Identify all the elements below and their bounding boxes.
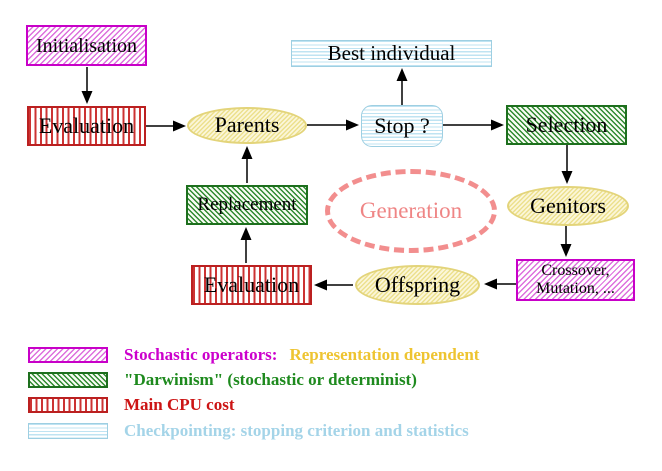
arrow-selection-to-genitors xyxy=(561,145,573,184)
node-genitors-label: Genitors xyxy=(530,192,606,218)
arrow-replacement-to-parents xyxy=(241,146,253,183)
legend-label-stochastic-operators: Stochastic operators: Representation depe… xyxy=(124,344,479,366)
node-stop: Stop ? xyxy=(361,105,443,147)
node-stop-label: Stop ? xyxy=(374,112,430,138)
legend-label-representation-dependent: Representation dependent xyxy=(289,345,480,364)
node-offspring-label: Offspring xyxy=(374,271,461,297)
node-best-individual-label: Best individual xyxy=(327,40,456,65)
legend-label-darwinism: "Darwinism" (stochastic or determinist) xyxy=(124,370,417,389)
node-parents: Parents xyxy=(187,107,307,144)
node-replacement: Replacement xyxy=(186,185,308,225)
legend-swatch-green-hatch xyxy=(28,372,108,388)
node-crossover-mutation: Crossover, Mutation, ... xyxy=(516,259,635,301)
node-generation: Generation xyxy=(325,169,497,253)
node-initialisation: Initialisation xyxy=(26,25,147,66)
node-evaluation-bottom: Evaluation xyxy=(191,265,312,305)
node-evaluation-top-label: Evaluation xyxy=(38,112,135,138)
node-replacement-label: Replacement xyxy=(197,193,297,215)
legend-label-checkpointing: Checkpointing: stopping criterion and st… xyxy=(124,421,469,440)
node-crossover-label-line2: Mutation, ... xyxy=(536,280,615,297)
node-parents-label: Parents xyxy=(214,112,280,138)
node-evaluation-bottom-label: Evaluation xyxy=(203,271,300,297)
arrow-offspring-to-evaluation xyxy=(314,279,353,291)
node-selection: Selection xyxy=(506,105,627,145)
legend-swatch-red-stripes xyxy=(28,397,108,413)
node-generation-label: Generation xyxy=(359,198,463,224)
legend-swatch-cyan-stripes xyxy=(28,423,108,439)
node-crossover-label-line1: Crossover, xyxy=(541,262,610,280)
legend-swatch-magenta-hatch xyxy=(28,347,108,363)
arrow-evaluation-to-replacement xyxy=(240,227,252,263)
node-genitors: Genitors xyxy=(507,186,629,226)
legend-label-main-cpu-cost: Main CPU cost xyxy=(124,395,235,414)
node-offspring: Offspring xyxy=(355,265,480,305)
arrow-genitors-to-crossover xyxy=(560,226,572,257)
node-best-individual: Best individual xyxy=(291,40,492,67)
node-selection-label: Selection xyxy=(525,111,608,137)
node-initialisation-label: Initialisation xyxy=(35,34,138,57)
arrow-evaluation-to-parents xyxy=(146,120,186,132)
arrow-stop-to-selection xyxy=(443,119,504,131)
legend-label-stochastic-operators-primary: Stochastic operators: xyxy=(124,345,278,364)
arrow-stop-to-best-individual xyxy=(396,68,408,105)
arrow-crossover-to-offspring xyxy=(484,278,516,290)
node-evaluation-top: Evaluation xyxy=(27,106,146,146)
arrow-initialisation-to-evaluation xyxy=(81,67,93,104)
arrow-parents-to-stop xyxy=(307,119,359,131)
